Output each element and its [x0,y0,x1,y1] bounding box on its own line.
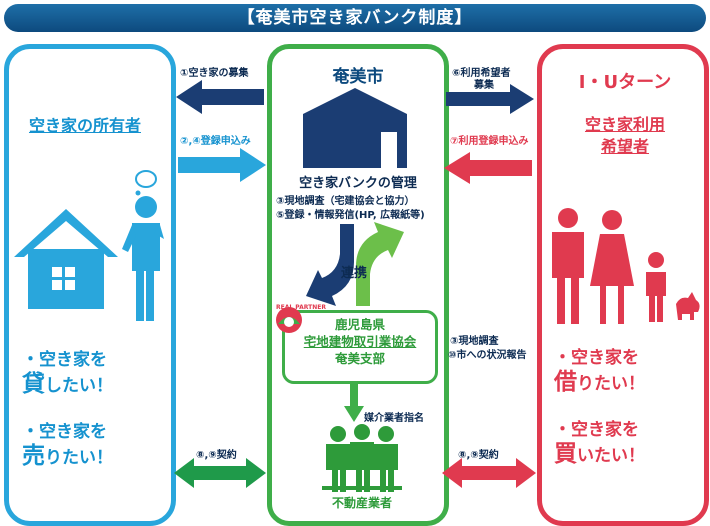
wish-line: りたい！ [45,448,113,468]
association-line: 鹿児島県 [334,317,385,332]
survey-label: ③現地調査 [450,336,499,347]
association-line: 奄美支部 [334,351,385,366]
recruit-user-label: ⑥利用希望者 [452,68,511,79]
wish-line: いたい！ [577,446,645,466]
arrow-left-icon [176,80,264,114]
arrow-right-icon [178,148,266,182]
down-arrow-icon [344,382,364,422]
association-box [282,310,438,384]
iu-turn-heading: I・Uターン [578,72,672,93]
management-label: 空き家バンクの管理 [299,176,417,191]
wish-big-char: 借 [554,369,577,395]
association-logo-icon [276,307,302,333]
owner-wish-rent: ・空き家を 貸したい！ [22,348,113,398]
owner-heading: 空き家の所有者 [28,116,141,135]
wish-line: りたい！ [577,374,645,394]
arrow-left-icon [444,152,532,184]
status-report-label: ⑩市への状況報告 [448,350,527,361]
realtor-label: 不動産業者 [331,496,392,510]
recruit-label: ①空き家の募集 [180,68,249,79]
management-item-survey: ③現地調査（宅建協会と協力） [276,196,415,207]
user-wish-borrow: ・空き家を 借りたい！ [554,346,645,396]
contract-left-label: ⑧,⑨契約 [196,450,237,461]
wish-big-char: 買 [554,441,577,467]
city-hall-icon [303,88,407,168]
family-icon [552,208,700,324]
broker-designation-label: 媒介業者指名 [364,413,424,424]
arrow-right-icon [446,84,534,114]
wish-line: ・空き家を [22,422,107,442]
cooperation-label: 連携 [341,266,368,281]
double-arrow-icon [442,458,536,488]
double-arrow-icon [174,458,266,488]
house-owner-icon [14,170,164,321]
wish-line: したい！ [45,376,113,396]
association-line: 宅地建物取引業協会 [303,334,417,349]
realtors-icon [322,424,402,492]
apply-user-label: ⑦利用登録申込み [450,136,529,147]
user-heading: 空き家利用 希望者 [544,114,706,158]
apply-owner-label: ②,④登録申込み [180,136,251,147]
management-item-register: ⑤登録・情報発信(HP, 広報紙等) [276,210,425,221]
wish-line: ・空き家を [22,350,107,370]
owner-wish-sell: ・空き家を 売りたい！ [22,420,113,470]
cooperation-arrows-icon [306,222,404,306]
contract-right-label: ⑧,⑨契約 [458,450,499,461]
association-logo-text: REAL PARTNER [276,304,326,311]
user-heading-line: 空き家利用 [584,115,665,134]
association-name: 鹿児島県 宅地建物取引業協会 奄美支部 [285,316,435,367]
wish-line: ・空き家を [554,348,639,368]
wish-big-char: 貸 [22,371,45,397]
wish-big-char: 売 [22,443,45,469]
city-name: 奄美市 [332,67,384,87]
user-wish-buy: ・空き家を 買いたい！ [554,418,645,468]
user-heading-line: 希望者 [600,137,649,156]
recruit-user-label-2: 募集 [474,80,494,91]
page-title: 【奄美市空き家バンク制度】 [4,4,706,32]
wish-line: ・空き家を [554,420,639,440]
